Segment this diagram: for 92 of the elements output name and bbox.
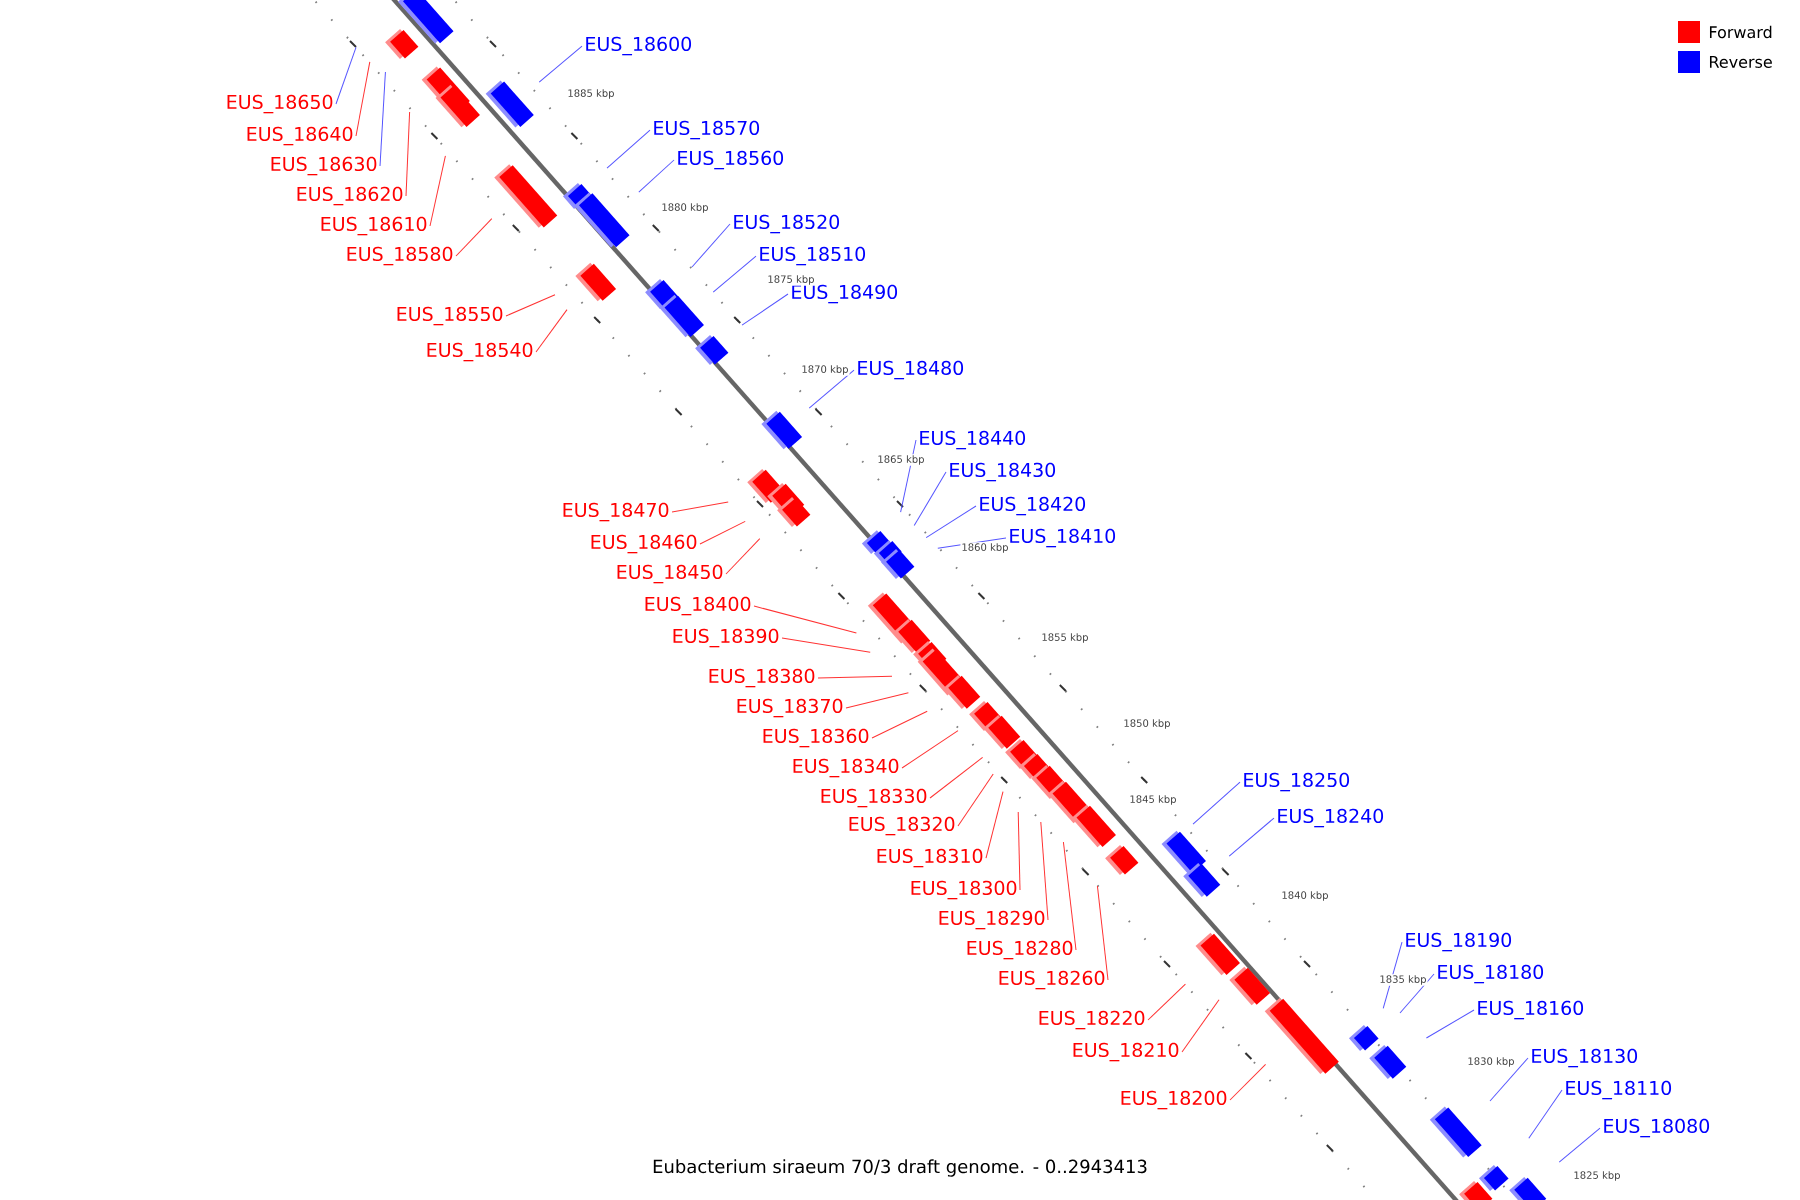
leader-line <box>1147 983 1186 1021</box>
leader-line <box>871 710 928 739</box>
leader-line <box>1181 999 1220 1053</box>
gene-label: EUS_18180 <box>1438 964 1544 984</box>
leader-line <box>1096 885 1109 981</box>
leader-line <box>1040 821 1049 921</box>
gene-label: EUS_18610 <box>321 216 427 236</box>
leader-line <box>1399 973 1435 1014</box>
gene-label: EUS_18320 <box>849 816 955 836</box>
leader-line <box>913 471 947 527</box>
gene-label: EUS_18440 <box>920 430 1026 450</box>
leader-line <box>901 730 959 769</box>
gene-label: EUS_18300 <box>911 880 1017 900</box>
leader-line <box>929 756 984 799</box>
leader-line <box>817 675 893 679</box>
gene-label: EUS_18340 <box>793 758 899 778</box>
gene-label: EUS_18390 <box>673 628 779 648</box>
gene-label: EUS_18650 <box>227 94 333 114</box>
leader-line <box>1528 1089 1563 1139</box>
leader-line <box>845 692 909 709</box>
caption: Eubacterium siraeum 70/3 draft genome. - 0..2943413 <box>653 1159 1147 1177</box>
gene-label: EUS_18490 <box>792 284 898 304</box>
gene-label: EUS_18550 <box>397 306 503 326</box>
gene-label: EUS_18640 <box>247 126 353 146</box>
gene-label: EUS_18330 <box>821 788 927 808</box>
gene-label: EUS_18540 <box>427 342 533 362</box>
leader-line <box>925 505 977 539</box>
gene-label: EUS_18190 <box>1406 932 1512 952</box>
gene-label: EUS_18600 <box>586 36 692 56</box>
leader-line <box>957 773 994 827</box>
gene-label: EUS_18280 <box>967 940 1073 960</box>
gene-label: EUS_18200 <box>1121 1090 1227 1110</box>
gene-label: EUS_18410 <box>1010 528 1116 548</box>
gene-label: EUS_18210 <box>1073 1042 1179 1062</box>
leader-line <box>606 129 651 169</box>
gene-label: EUS_18310 <box>877 848 983 868</box>
legend-label: Reverse <box>1710 56 1772 68</box>
leader-line <box>1228 817 1275 857</box>
leader-line <box>429 155 446 227</box>
gene-label: EUS_18160 <box>1478 1000 1584 1020</box>
leader-line <box>638 159 675 193</box>
leader-line <box>741 293 789 326</box>
gene-label: EUS_18480 <box>858 360 964 380</box>
gene-label: EUS_18450 <box>617 564 723 584</box>
gene-label: EUS_18520 <box>734 214 840 234</box>
leader-line <box>699 520 746 545</box>
gene-label: EUS_18240 <box>1278 808 1384 828</box>
leader-line <box>1558 1127 1601 1163</box>
gene-label: EUS_18630 <box>271 156 377 176</box>
gene-label: EUS_18130 <box>1532 1048 1638 1068</box>
gene-label: EUS_18560 <box>678 150 784 170</box>
leader-line <box>1192 781 1241 825</box>
leader-line <box>808 369 855 409</box>
gene-label: EUS_18400 <box>645 596 751 616</box>
gene-label: EUS_18580 <box>347 246 453 266</box>
gene-label: EUS_18460 <box>591 534 697 554</box>
leader-line <box>379 71 386 167</box>
leader-line <box>1229 1063 1267 1101</box>
leader-line <box>671 501 729 513</box>
leader-line <box>405 111 411 197</box>
gene-label: EUS_18360 <box>763 728 869 748</box>
leader-line <box>355 61 371 137</box>
leader-line <box>1425 1009 1475 1039</box>
gene-label: EUS_18220 <box>1039 1010 1145 1030</box>
leader-line <box>505 294 556 317</box>
gene-label: EUS_18250 <box>1244 772 1350 792</box>
legend-label: Forward <box>1710 25 1772 39</box>
leader-line <box>985 791 1004 859</box>
leader-line <box>753 605 857 634</box>
gene-label: EUS_18260 <box>999 970 1105 990</box>
leader-line <box>712 255 757 293</box>
leader-line <box>335 46 357 105</box>
leader-line <box>725 538 761 575</box>
leader-line <box>1062 841 1077 951</box>
gene-label: EUS_18370 <box>737 698 843 718</box>
leader-line <box>1489 1057 1529 1102</box>
gene-label: EUS_18620 <box>297 186 403 206</box>
gene-label: EUS_18290 <box>939 910 1045 930</box>
leader-line <box>781 637 871 653</box>
gene-label: EUS_18420 <box>980 496 1086 516</box>
gene-label: EUS_18570 <box>654 120 760 140</box>
gene-label: EUS_18470 <box>563 502 669 522</box>
leader-line <box>538 45 583 83</box>
gene-label: EUS_18510 <box>760 246 866 266</box>
leader-line <box>1017 811 1021 891</box>
leader-line <box>691 223 731 268</box>
gene-label: EUS_18380 <box>709 668 815 688</box>
leader-line <box>535 309 568 353</box>
gene-label: EUS_18430 <box>950 462 1056 482</box>
gene-label: EUS_18110 <box>1566 1080 1672 1100</box>
leader-line <box>455 218 493 257</box>
gene-label: EUS_18080 <box>1604 1118 1710 1138</box>
